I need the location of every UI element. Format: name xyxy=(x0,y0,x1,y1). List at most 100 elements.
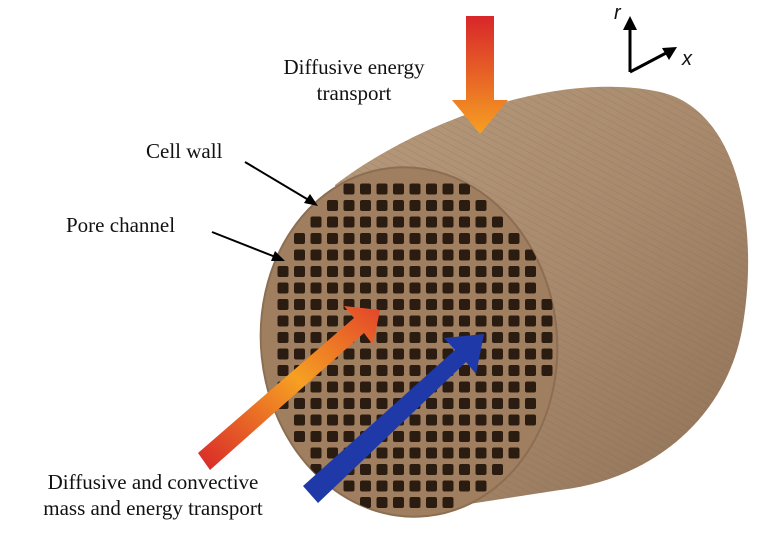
pore-cell xyxy=(426,233,437,244)
pore-cell xyxy=(294,332,305,343)
pore-cell xyxy=(409,216,421,228)
pore-cell xyxy=(475,398,487,409)
pore-cell xyxy=(442,464,454,475)
pore-cell xyxy=(360,348,371,360)
pore-cell xyxy=(492,398,503,409)
pore-cell xyxy=(409,464,421,475)
pore-cell xyxy=(409,431,421,442)
diffusive-energy-label: Diffusive energy transport xyxy=(262,54,446,106)
pore-cell xyxy=(508,431,520,442)
pore-cell xyxy=(541,315,553,327)
cell-wall-pointer-head xyxy=(304,194,318,206)
pore-cell xyxy=(294,398,305,409)
pore-cell xyxy=(442,497,454,508)
pore-cell xyxy=(508,282,520,294)
pore-cell xyxy=(376,216,388,228)
pore-cell xyxy=(492,299,503,310)
pore-cell xyxy=(492,216,503,228)
pore-cell xyxy=(343,414,355,426)
pore-cell xyxy=(459,183,470,195)
pore-cell xyxy=(442,480,454,492)
pore-cell xyxy=(475,282,487,294)
pore-cell xyxy=(393,216,404,228)
x-axis-label: x xyxy=(682,48,692,70)
pore-cell xyxy=(492,447,503,459)
pore-cell xyxy=(426,398,437,409)
pore-cell xyxy=(310,216,322,228)
pore-cell xyxy=(277,282,289,294)
pore-cell xyxy=(393,299,404,310)
pore-cell xyxy=(393,480,404,492)
pore-cell xyxy=(376,398,388,409)
pore-cell xyxy=(376,447,388,459)
pore-cell xyxy=(294,282,305,294)
pore-cell xyxy=(459,414,470,426)
pore-cell xyxy=(277,299,289,310)
pore-cell xyxy=(525,249,536,261)
pore-cell xyxy=(475,216,487,228)
pore-cell xyxy=(492,233,503,244)
pore-cell xyxy=(327,447,338,459)
pore-cell xyxy=(492,365,503,376)
convective-hot-arrow xyxy=(198,306,380,470)
pore-cell xyxy=(508,266,520,277)
pore-cell xyxy=(360,299,371,310)
pore-cell xyxy=(409,266,421,277)
pore-cell xyxy=(525,348,536,360)
pore-cell xyxy=(442,200,454,211)
pore-channel-label: Pore channel xyxy=(66,213,176,237)
pore-cell xyxy=(525,299,536,310)
pore-cell xyxy=(376,348,388,360)
pore-cell xyxy=(327,233,338,244)
pore-cell xyxy=(343,249,355,261)
pore-cell xyxy=(525,266,536,277)
pore-cell xyxy=(426,216,437,228)
pore-cell xyxy=(310,447,322,459)
cell-wall-pointer xyxy=(244,161,313,203)
pore-cell xyxy=(343,266,355,277)
pore-cell xyxy=(508,233,520,244)
pore-cell xyxy=(492,464,503,475)
pore-cell xyxy=(459,398,470,409)
pore-cell xyxy=(508,249,520,261)
pore-cell xyxy=(492,414,503,426)
pore-cell xyxy=(360,249,371,261)
x-axis xyxy=(629,50,669,74)
pore-cell xyxy=(508,381,520,393)
pore-cell xyxy=(525,315,536,327)
pore-cell xyxy=(376,497,388,508)
pore-cell xyxy=(409,414,421,426)
pore-cell xyxy=(492,315,503,327)
pore-cell xyxy=(541,299,553,310)
pore-cell xyxy=(310,282,322,294)
pore-cell xyxy=(360,183,371,195)
pore-cell xyxy=(442,266,454,277)
pore-cell xyxy=(409,183,421,195)
convective-transport-label-line1: Diffusive and convective xyxy=(47,470,259,494)
pore-cell xyxy=(442,249,454,261)
pore-cell xyxy=(393,464,404,475)
pore-cell xyxy=(459,249,470,261)
pore-cell xyxy=(475,431,487,442)
pore-cell xyxy=(343,216,355,228)
pore-cell xyxy=(360,266,371,277)
pore-cell xyxy=(426,266,437,277)
pore-cell xyxy=(376,249,388,261)
pore-cell xyxy=(442,183,454,195)
diffusive-energy-arrow xyxy=(452,16,508,134)
pore-cell xyxy=(393,233,404,244)
pore-cell xyxy=(277,348,289,360)
pore-cell xyxy=(426,348,437,360)
pore-cell xyxy=(426,464,437,475)
pore-cell xyxy=(343,365,355,376)
pore-cell xyxy=(459,480,470,492)
pore-cell xyxy=(409,365,421,376)
pore-cell xyxy=(508,315,520,327)
pore-cell xyxy=(310,431,322,442)
pore-cell xyxy=(294,315,305,327)
pore-cell xyxy=(409,233,421,244)
pore-cell xyxy=(360,497,371,508)
pore-cell xyxy=(393,266,404,277)
pore-cell xyxy=(459,365,470,376)
